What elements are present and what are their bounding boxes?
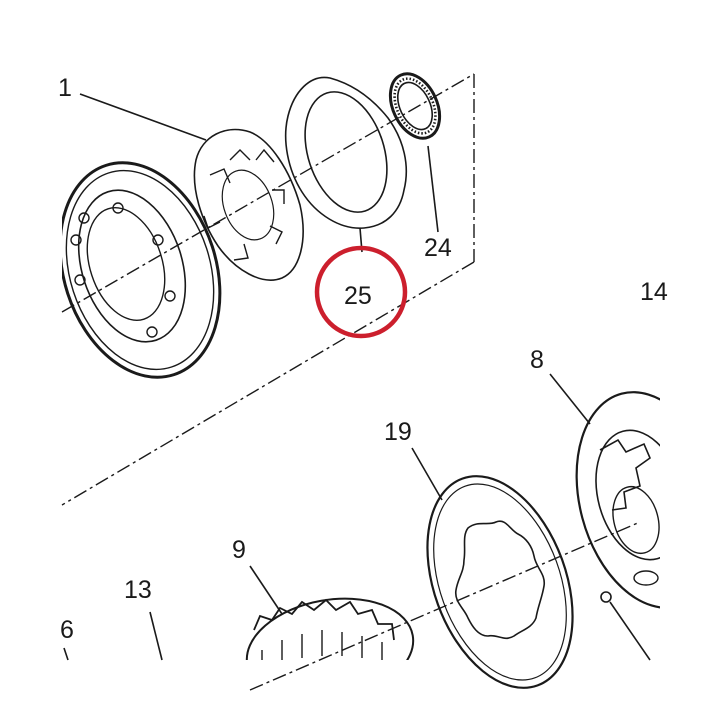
lower-axis-line bbox=[249, 521, 641, 691]
subassembly-frame bbox=[61, 74, 475, 506]
steel-plate-part bbox=[426, 475, 574, 689]
callout-13[interactable]: 13 bbox=[124, 576, 152, 604]
leader-lines bbox=[63, 93, 651, 661]
spring-washer-part bbox=[193, 128, 304, 281]
bearing-ring-part bbox=[388, 72, 442, 140]
callout-1[interactable]: 1 bbox=[58, 74, 72, 102]
callout-24[interactable]: 24 bbox=[424, 234, 452, 262]
callout-19[interactable]: 19 bbox=[384, 418, 412, 446]
splined-basket-part bbox=[245, 597, 415, 660]
pressure-plate bbox=[62, 161, 222, 379]
callout-14[interactable]: 14 bbox=[640, 278, 668, 306]
callout-25[interactable]: 25 bbox=[344, 282, 372, 310]
callout-9[interactable]: 9 bbox=[232, 536, 246, 564]
callout-labels: 1 25 24 14 8 19 9 13 6 bbox=[58, 74, 668, 644]
friction-disc-part bbox=[284, 76, 408, 229]
highlight-circle bbox=[314, 245, 408, 339]
clutch-hub-part bbox=[575, 391, 660, 609]
callout-6[interactable]: 6 bbox=[60, 616, 74, 644]
upper-axis-line bbox=[61, 73, 475, 313]
callout-8[interactable]: 8 bbox=[530, 346, 544, 374]
